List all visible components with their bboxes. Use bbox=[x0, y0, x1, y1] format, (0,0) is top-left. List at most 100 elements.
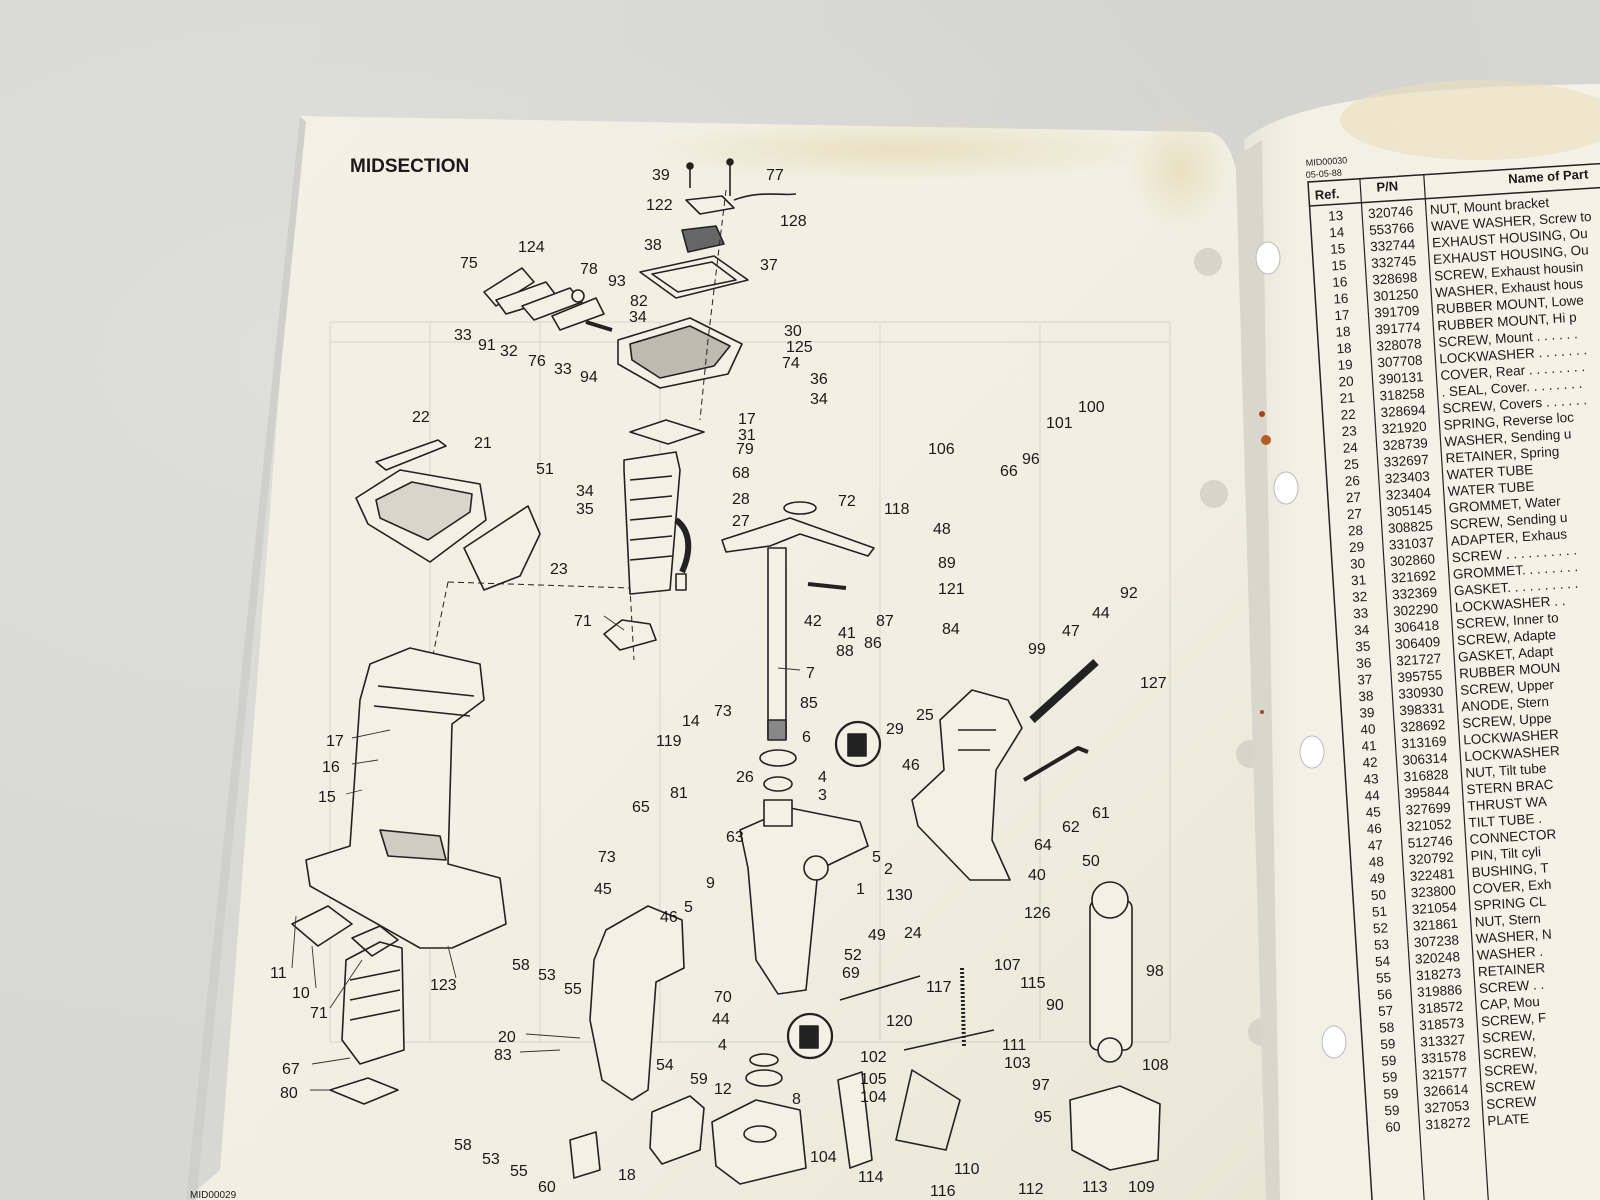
callout-label: 64 bbox=[1034, 837, 1052, 854]
callout-label: 65 bbox=[632, 799, 650, 816]
callout-label: 49 bbox=[868, 927, 886, 944]
callout-label: 87 bbox=[876, 613, 894, 630]
binder-hole bbox=[1248, 1018, 1276, 1046]
callout-label: 98 bbox=[1146, 963, 1164, 980]
callout-label: 7 bbox=[806, 665, 815, 682]
callout-label: 101 bbox=[1046, 415, 1073, 432]
callout-label: 72 bbox=[838, 493, 856, 510]
callout-label: 88 bbox=[836, 643, 854, 660]
callout-label: 34 bbox=[629, 309, 647, 326]
callout-label: 39 bbox=[652, 167, 670, 184]
callout-label: 38 bbox=[644, 237, 662, 254]
callout-label: 69 bbox=[842, 965, 860, 982]
callout-label: 91 bbox=[478, 337, 496, 354]
callout-label: 10 bbox=[292, 985, 310, 1002]
callout-label: 6 bbox=[802, 729, 811, 746]
callout-label: 55 bbox=[564, 981, 582, 998]
callout-label: 104 bbox=[860, 1089, 887, 1106]
callout-label: 96 bbox=[1022, 451, 1040, 468]
callout-label: 121 bbox=[938, 581, 965, 598]
callout-label: 51 bbox=[536, 461, 554, 478]
callout-label: 86 bbox=[864, 635, 882, 652]
callout-label: 58 bbox=[454, 1137, 472, 1154]
callout-label: 95 bbox=[1034, 1109, 1052, 1126]
callout-label: 74 bbox=[782, 355, 800, 372]
callout-label: 68 bbox=[732, 465, 750, 482]
callout-label: 67 bbox=[282, 1061, 300, 1078]
callout-label: 4 bbox=[818, 769, 827, 786]
callout-label: 46 bbox=[660, 909, 678, 926]
callout-label: 84 bbox=[942, 621, 960, 638]
callout-label: 79 bbox=[736, 441, 754, 458]
callout-label: 93 bbox=[608, 273, 626, 290]
callout-label: 60 bbox=[538, 1179, 556, 1196]
callout-label: 54 bbox=[656, 1057, 674, 1074]
callout-label: 107 bbox=[994, 957, 1021, 974]
callout-label: 113 bbox=[1082, 1179, 1108, 1196]
callout-label: 3 bbox=[818, 787, 827, 804]
callout-label: 108 bbox=[1142, 1057, 1169, 1074]
callout-label: 122 bbox=[646, 197, 673, 214]
callout-label: 44 bbox=[1092, 605, 1110, 622]
callout-label: 20 bbox=[498, 1029, 516, 1046]
callout-label: 47 bbox=[1062, 623, 1080, 640]
callout-label: 61 bbox=[1092, 805, 1110, 822]
callout-label: 30 bbox=[784, 323, 802, 340]
callout-label: 75 bbox=[460, 255, 478, 272]
callout-label: 28 bbox=[732, 491, 750, 508]
callout-label: 52 bbox=[844, 947, 862, 964]
callout-label: 27 bbox=[732, 513, 750, 530]
callout-label: 25 bbox=[916, 707, 934, 724]
section-title: MIDSECTION bbox=[350, 156, 469, 177]
callout-label: 34 bbox=[576, 483, 594, 500]
callout-label: 85 bbox=[800, 695, 818, 712]
callout-label: 89 bbox=[938, 555, 956, 572]
callout-label: 5 bbox=[684, 899, 693, 916]
callout-label: 16 bbox=[322, 759, 340, 776]
callout-label: 117 bbox=[926, 979, 952, 996]
callout-label: 104 bbox=[810, 1149, 837, 1166]
callout-label: 32 bbox=[500, 343, 518, 360]
callout-label: 111 bbox=[1002, 1037, 1026, 1054]
callout-label: 35 bbox=[576, 501, 594, 518]
callout-label: 125 bbox=[786, 339, 813, 356]
callout-label: 46 bbox=[902, 757, 920, 774]
callout-label: 40 bbox=[1028, 867, 1046, 884]
callout-label: 55 bbox=[510, 1163, 528, 1180]
midsection-exploded-diagram bbox=[291, 158, 1161, 1185]
callout-label: 11 bbox=[270, 965, 287, 982]
callout-label: 78 bbox=[580, 261, 598, 278]
callout-label: 118 bbox=[884, 501, 910, 518]
callout-label: 81 bbox=[670, 785, 688, 802]
callout-label: 58 bbox=[512, 957, 530, 974]
callout-label: 120 bbox=[886, 1013, 913, 1030]
callout-label: 126 bbox=[1024, 905, 1051, 922]
callout-label: 48 bbox=[933, 521, 951, 538]
callout-label: 103 bbox=[1004, 1055, 1031, 1072]
callout-label: 41 bbox=[838, 625, 856, 642]
callout-label: 71 bbox=[574, 613, 592, 630]
callout-label: 26 bbox=[736, 769, 754, 786]
callout-label: 45 bbox=[594, 881, 612, 898]
binder-hole bbox=[1200, 480, 1228, 508]
binder-hole bbox=[1236, 740, 1264, 768]
callout-label: 73 bbox=[714, 703, 732, 720]
callout-label: 8 bbox=[792, 1091, 801, 1108]
callout-label: 71 bbox=[310, 1005, 328, 1022]
callout-label: 92 bbox=[1120, 585, 1138, 602]
callout-label: 5 bbox=[872, 849, 881, 866]
callout-label: 128 bbox=[780, 213, 807, 230]
callout-label: 4 bbox=[718, 1037, 727, 1054]
callout-label: 106 bbox=[928, 441, 955, 458]
callout-label: 18 bbox=[618, 1167, 636, 1184]
callout-label: 17 bbox=[738, 411, 756, 428]
callout-label: 77 bbox=[766, 167, 784, 184]
callout-label: 127 bbox=[1140, 675, 1167, 692]
callout-label: 1 bbox=[856, 881, 865, 898]
callout-label: 99 bbox=[1028, 641, 1046, 658]
callout-label: 15 bbox=[318, 789, 336, 806]
callout-label: 33 bbox=[554, 361, 572, 378]
callout-label: 83 bbox=[494, 1047, 512, 1064]
